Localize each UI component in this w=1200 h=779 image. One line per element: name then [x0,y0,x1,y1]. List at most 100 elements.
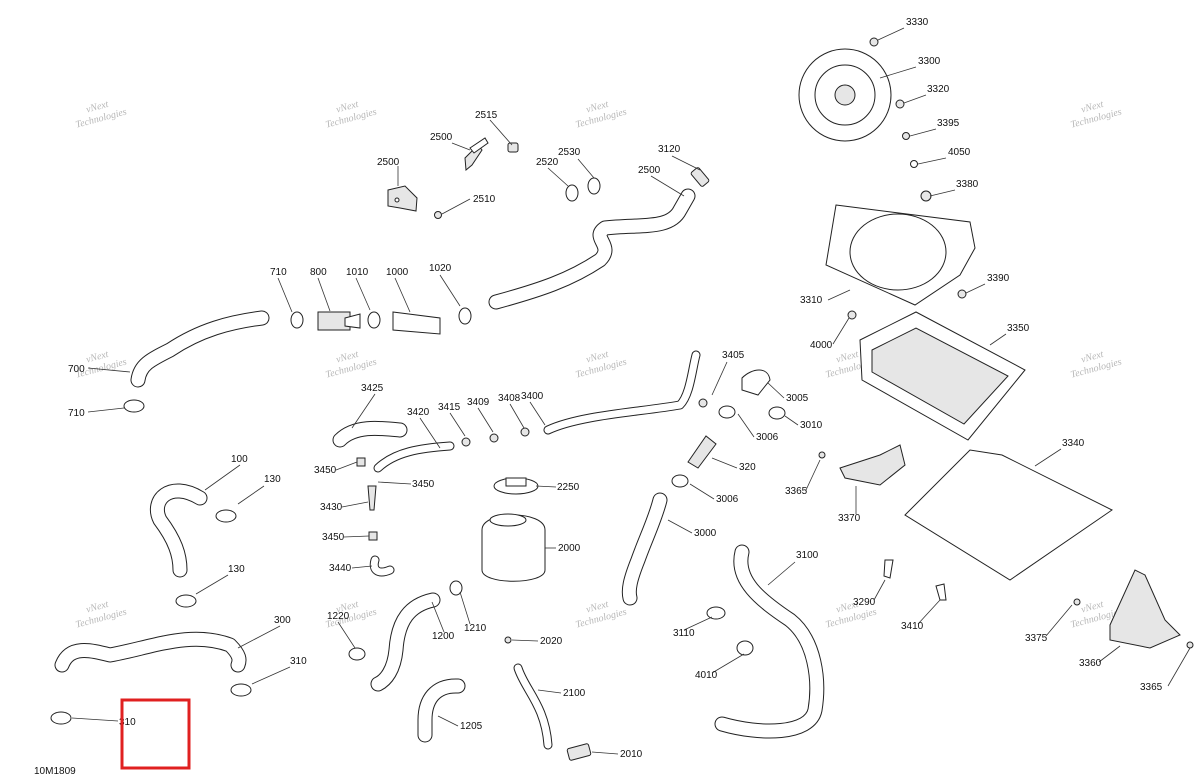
plug-2010 [566,743,592,761]
leader-line [337,621,356,649]
callout-2500-c: 2500 [638,165,661,176]
clamp-3006-lower [671,474,689,488]
leader-line [965,283,986,294]
clamp-1020 [458,307,472,325]
leader-line [317,277,331,312]
leader-line [537,689,562,694]
leader-line [989,333,1007,346]
callout-3320: 3320 [927,84,950,95]
callout-4000: 4000 [810,340,833,351]
callout-2250: 2250 [557,482,580,493]
bracket-3370 [839,444,906,486]
callout-100: 100 [231,454,248,465]
screw-3365-upper [818,451,826,459]
callout-3415: 3415 [438,402,461,413]
callout-3365-b: 3365 [1140,682,1163,693]
hose-3100 [714,544,825,739]
callout-3450-b: 3450 [412,479,435,490]
hose-2100 [513,663,553,750]
leader-line [449,412,466,437]
callout-3330: 3330 [906,17,929,28]
leader-line [529,401,546,426]
leader-line [805,459,821,491]
leader-line [204,464,241,491]
callout-3360: 3360 [1079,658,1102,669]
leader-line [351,565,373,569]
callout-labels: 2515 2500 2500 2510 2530 2520 3120 2500 … [34,17,1163,777]
leader-line [237,625,281,649]
callout-3450-a: 3450 [314,465,337,476]
bracket-2500-upper [464,137,489,171]
leader-line [341,501,369,508]
leader-line [489,119,513,146]
leader-line [511,639,539,642]
hose-300 [54,631,247,673]
leader-line [71,717,119,722]
clamp-1220 [348,647,366,661]
cap-2250 [493,477,539,495]
callout-3120: 3120 [658,144,681,155]
fitting-3430 [367,485,377,511]
callout-2520: 2520 [536,157,559,168]
fan-3300 [798,48,892,142]
leader-line [591,751,619,755]
hose-1205 [417,678,466,743]
clip-3290 [883,559,894,579]
leader-line [451,142,471,151]
callout-3365-a: 3365 [785,486,808,497]
leader-line [441,198,471,215]
screw-2020 [504,636,512,644]
leader-line [535,485,557,488]
leader-line [784,415,799,426]
hose-700 [130,310,270,388]
callout-310-b: 310 [119,717,136,728]
leader-line [929,189,956,197]
leader-line [87,407,125,413]
callout-310-a: 310 [290,656,307,667]
callout-3410: 3410 [901,621,924,632]
leader-line [577,158,595,179]
panel-3340 [904,449,1113,581]
clamp-310-left [50,711,72,725]
clamp-3415 [461,437,471,447]
callout-2500-a: 2500 [430,132,453,143]
hose-1000 [392,311,441,335]
clamp-130-upper [215,509,237,523]
leader-line [917,157,947,165]
fitting-3120 [690,167,710,187]
leader-line [1167,647,1191,687]
callout-3408: 3408 [498,393,521,404]
leader-line [437,715,459,727]
leader-line [683,616,713,631]
callout-800: 800 [310,267,327,278]
callout-3450-c: 3450 [322,532,345,543]
leader-line [671,155,701,171]
leader-line [827,289,851,301]
clamp-710-lower [123,399,145,413]
clamp-3010 [768,406,786,420]
callout-1010: 1010 [346,267,369,278]
callout-1200: 1200 [432,631,455,642]
leader-line [509,403,525,429]
leader-line [767,382,785,399]
clamp-3110 [706,606,726,620]
leader-line [351,393,376,429]
radiator-3350 [859,311,1026,441]
callout-3290: 3290 [853,597,876,608]
washer-4050 [910,160,918,168]
callout-4050: 4050 [948,147,971,158]
leader-line [879,66,917,79]
leader-line [711,361,728,396]
callout-2500-b: 2500 [377,157,400,168]
callout-1020: 1020 [429,263,452,274]
callout-3400: 3400 [521,391,544,402]
fitting-3450-c [368,531,378,541]
leader-line [343,535,370,538]
